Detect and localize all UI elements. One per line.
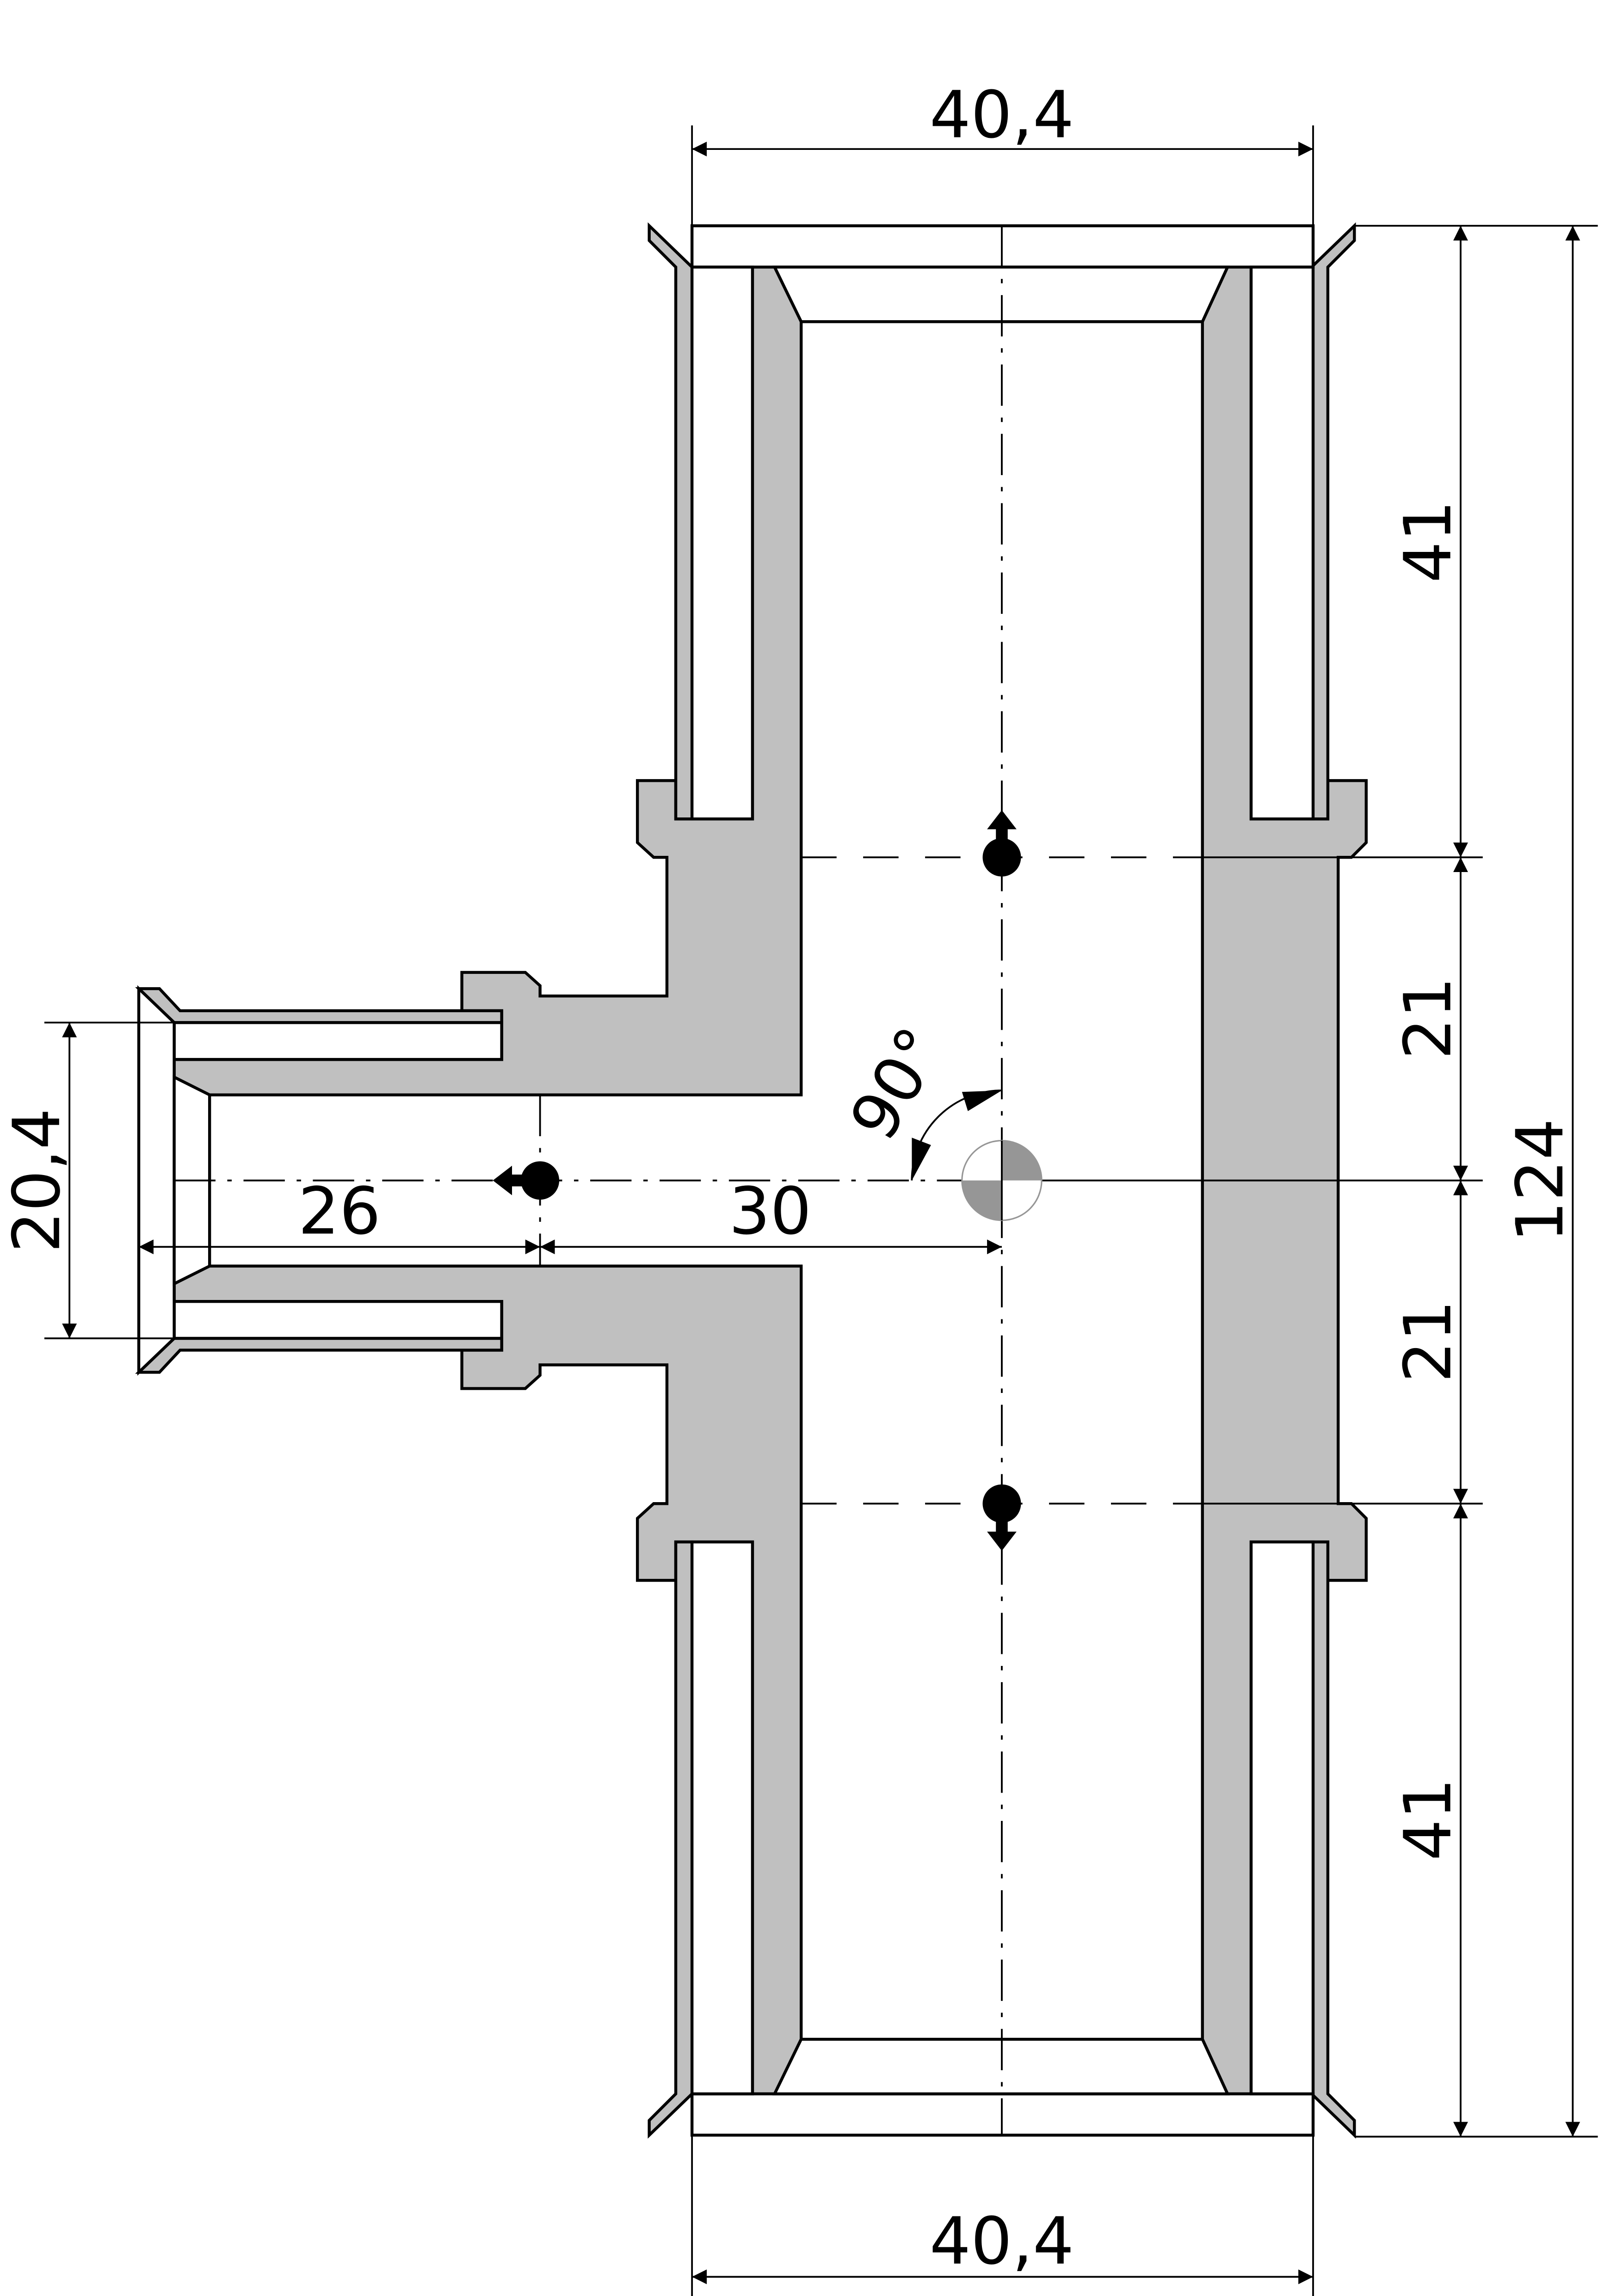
angle-arrow: [962, 1090, 1002, 1111]
angle-arrow: [912, 1138, 931, 1181]
gap-upper-right: [1249, 266, 1315, 821]
sleeve-upper-right: [1310, 222, 1356, 821]
branch-sleeve-lower: [135, 1337, 503, 1374]
dimension-lines: [62, 142, 1580, 2284]
dim-bottom-width: 40,4: [930, 2204, 1074, 2279]
gap-lower-left: [690, 1540, 754, 2096]
gap-lower-right: [1249, 1540, 1315, 2096]
port-marker-down: [982, 1484, 1021, 1551]
body-wall-lower-left: [173, 1264, 803, 2096]
dim-top-width: 40,4: [930, 78, 1074, 153]
port-marker-left: [493, 1161, 560, 1200]
sleeve-lower-right: [1310, 1540, 1356, 2139]
extension-lines: [44, 125, 1598, 2296]
tee-fitting-section: [135, 222, 1368, 2139]
sleeve-upper-left: [648, 222, 694, 821]
dim-angle: 90°: [836, 1015, 959, 1152]
gap-upper-left: [690, 266, 754, 821]
dim-right-upper-length: 41: [1391, 500, 1466, 583]
branch-gap-lower: [173, 1300, 503, 1340]
dim-branch-length-inner: 30: [729, 1174, 812, 1249]
dim-branch-diameter: 20,4: [0, 1108, 75, 1252]
port-marker-up: [982, 810, 1021, 877]
dim-right-lower-mid: 21: [1391, 1300, 1466, 1383]
dim-right-lower-length: 41: [1391, 1778, 1466, 1861]
dim-right-upper-mid: 21: [1391, 977, 1466, 1060]
sleeve-lower-left: [648, 1540, 694, 2139]
dim-total-length: 124: [1503, 1119, 1578, 1243]
branch-sleeve-upper: [135, 987, 503, 1024]
body-wall-upper-left: [173, 266, 803, 1096]
branch-rim: [137, 985, 176, 1376]
bore-chamfer-top: [772, 266, 1230, 323]
branch-gap-upper: [173, 1021, 503, 1061]
center-of-gravity-symbol: [961, 1139, 1043, 1221]
dim-branch-length-outer: 26: [298, 1174, 381, 1249]
